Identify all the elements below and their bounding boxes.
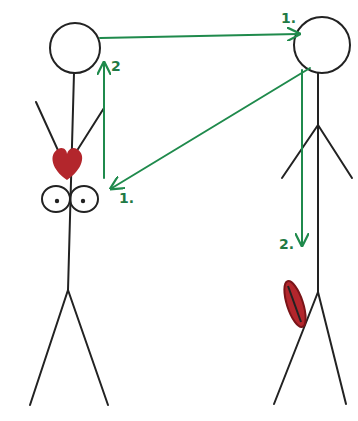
- line: [288, 286, 301, 322]
- dot: [81, 199, 85, 203]
- green-arrow: [103, 64, 105, 178]
- callout-number: 1.: [280, 10, 297, 26]
- legs: [274, 292, 346, 404]
- callout-number: 2: [110, 58, 122, 74]
- callout-number: 1.: [118, 190, 135, 206]
- body: [317, 73, 319, 292]
- body: [68, 73, 74, 290]
- head: [50, 23, 100, 73]
- green-arrow: [301, 70, 303, 244]
- head: [294, 17, 350, 73]
- breast: [70, 186, 98, 212]
- callout-number: 2.: [278, 236, 295, 252]
- breast: [42, 186, 70, 212]
- red-oval: [280, 279, 310, 330]
- dot: [55, 199, 59, 203]
- legs: [30, 290, 108, 405]
- green-arrow: [112, 68, 310, 188]
- arms: [282, 125, 352, 178]
- heart: [52, 148, 82, 180]
- green-arrow: [100, 34, 298, 38]
